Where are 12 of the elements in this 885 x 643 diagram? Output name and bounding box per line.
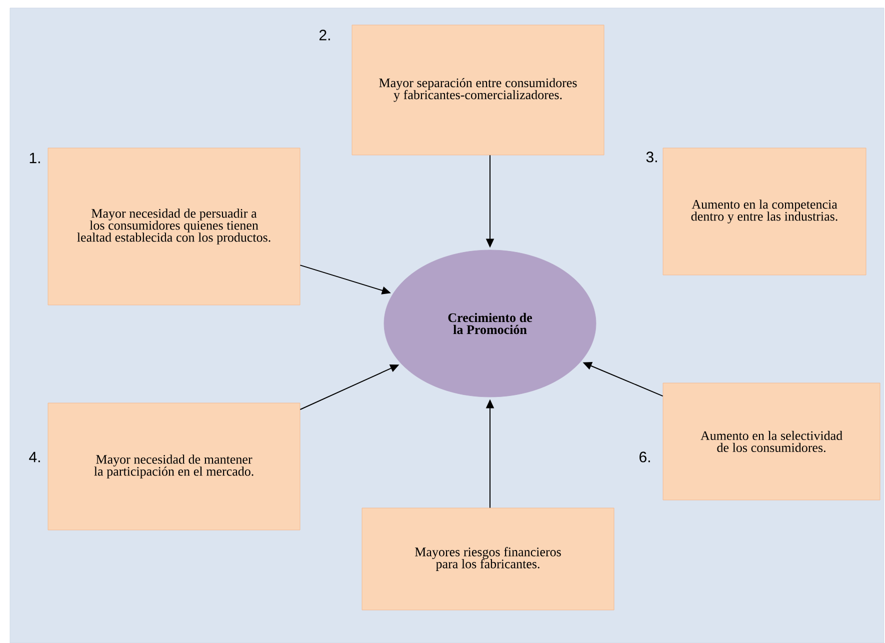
item-number: 6. [640,452,650,462]
text-box: Aumento en la competencia dentro y entre las industrias. [662,148,866,276]
text-box: Mayor necesidad de persuadir a los consumidores quienes tienen lealtad establecida con los productos. [48,148,300,306]
item-number: 4. [29,452,40,462]
ellipse-node: Crecimiento de la Promoción [384,250,596,398]
item-number: 2. [320,30,330,40]
item-number: 1. [30,152,40,164]
text-box: Mayor necesidad de mantener la participación en el mercado. [48,402,300,530]
text-box: Aumento en la selectividad de los consumidores. [662,382,880,500]
text-box: Mayores riesgos financieros para los fabricantes. [362,508,614,610]
text-box: Mayor separación entre consumidores y fabricantes-comercializadores. [352,24,604,156]
item-number: 3. [646,152,657,162]
